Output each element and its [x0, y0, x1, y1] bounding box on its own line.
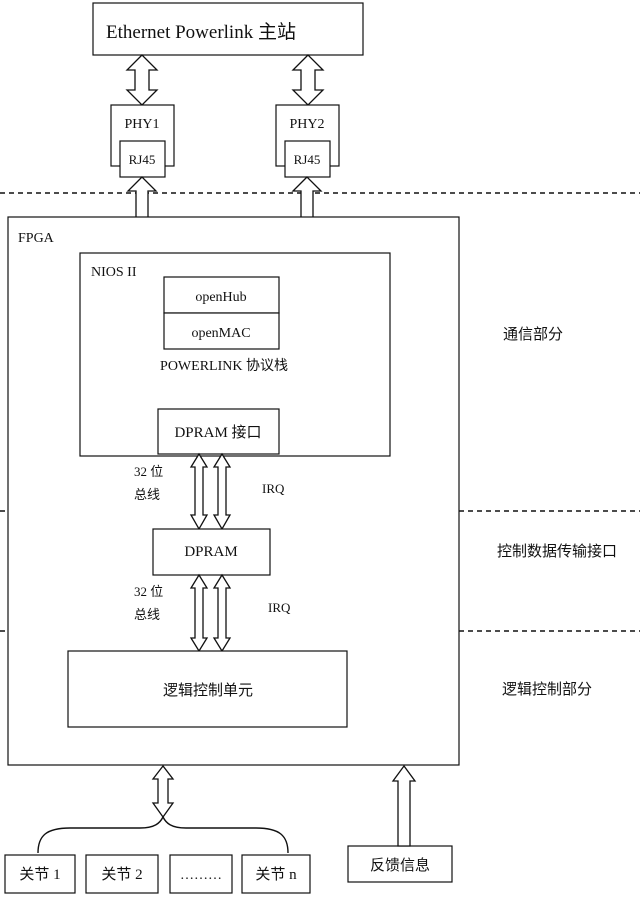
- feedback-fpga-arrow: [391, 764, 417, 847]
- top-bus-name-label: 总线: [134, 487, 160, 502]
- joint-n-box: [241, 854, 311, 894]
- phy2-rj45-label: RJ45: [294, 152, 321, 167]
- joint-n-label: 关节 n: [255, 866, 297, 883]
- joints-fpga-arrow: [151, 764, 175, 819]
- phy1-rj45-label: RJ45: [129, 152, 156, 167]
- top-bus-width-label: 32 位: [134, 464, 163, 479]
- phy2-rj45-box: [284, 140, 331, 178]
- openhub-label: openHub: [195, 290, 246, 305]
- dpram-label: DPRAM: [184, 544, 237, 560]
- top-irq-label: IRQ: [262, 481, 285, 496]
- feedback-box: [347, 845, 453, 883]
- phy1-label: PHY1: [124, 117, 159, 132]
- fpga-label: FPGA: [18, 231, 55, 246]
- phy1-rj45-box: [119, 140, 166, 178]
- dpram-box: [152, 528, 271, 576]
- section-comm-label: 通信部分: [503, 326, 563, 343]
- dpram-interface-box: [157, 408, 280, 455]
- bottom-bus-name-label: 总线: [134, 607, 160, 622]
- master-station-box: [92, 2, 364, 56]
- openmac-box: [163, 312, 280, 350]
- joint-ellipsis-box: [169, 854, 233, 894]
- dpram-interface-label: DPRAM 接口: [174, 424, 261, 441]
- joints-brace: [37, 815, 289, 854]
- powerlink-stack-label: POWERLINK 协议栈: [160, 358, 288, 374]
- openmac-label: openMAC: [191, 326, 250, 341]
- master-phy1-arrow: [125, 54, 159, 106]
- joint-1-label: 关节 1: [19, 866, 60, 883]
- nios-label: NIOS II: [91, 265, 137, 280]
- bottom-irq-label: IRQ: [268, 600, 291, 615]
- master-station-label: Ethernet Powerlink 主站: [106, 21, 296, 43]
- joint-2-label: 关节 2: [101, 866, 142, 883]
- logic-control-unit-label: 逻辑控制单元: [163, 682, 253, 699]
- section-logic-label: 逻辑控制部分: [502, 681, 592, 698]
- joint-1-box: [4, 854, 76, 894]
- logic-control-unit-box: [67, 650, 348, 728]
- joint-2-box: [85, 854, 159, 894]
- openhub-box: [163, 276, 280, 314]
- feedback-label: 反馈信息: [370, 857, 430, 874]
- section-data-label: 控制数据传输接口: [497, 543, 617, 560]
- master-phy2-arrow: [291, 54, 325, 106]
- phy2-label: PHY2: [289, 117, 324, 132]
- bottom-bus-width-label: 32 位: [134, 584, 163, 599]
- joint-ellipsis-label: ………: [180, 868, 222, 883]
